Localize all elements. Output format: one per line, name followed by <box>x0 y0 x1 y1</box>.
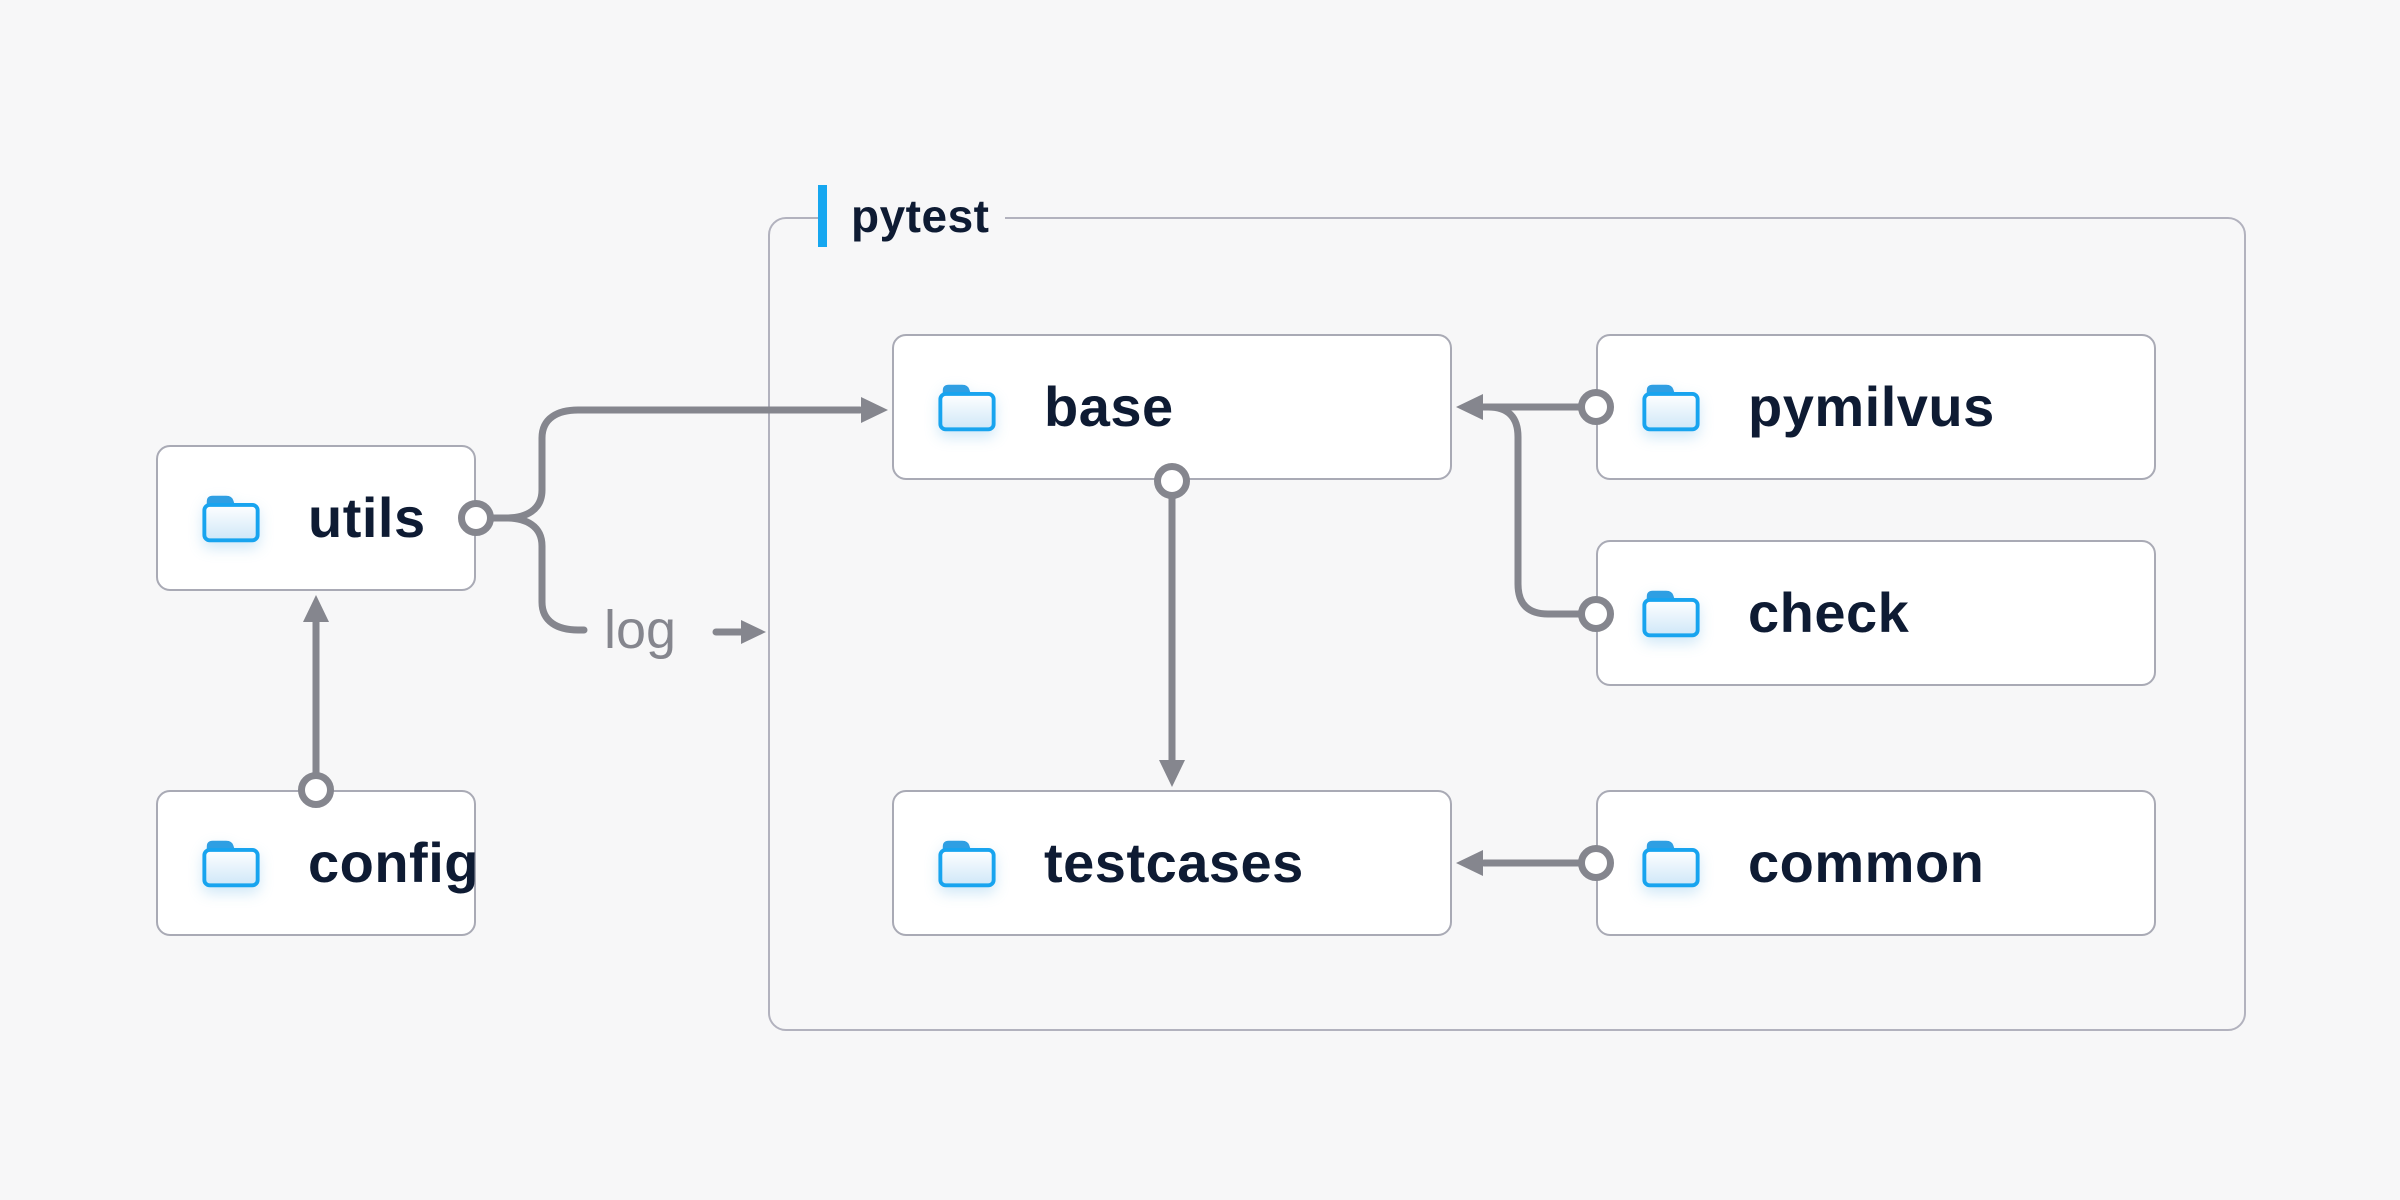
node-label: config <box>308 831 479 894</box>
node-pymilvus: pymilvus <box>1596 334 2156 480</box>
accent-bar <box>818 185 827 247</box>
folder-icon <box>1640 836 1702 890</box>
node-label: base <box>1044 375 1174 438</box>
folder-icon <box>200 491 262 545</box>
node-base: base <box>892 334 1452 480</box>
edge-label-log: log <box>604 599 677 660</box>
node-label: common <box>1748 831 1985 894</box>
node-label: testcases <box>1044 831 1304 894</box>
folder-icon <box>200 836 262 890</box>
node-label: utils <box>308 486 426 549</box>
pytest-group-label: pytest <box>818 184 1006 248</box>
edge-config-to-utils <box>298 595 334 808</box>
node-utils: utils <box>156 445 476 591</box>
node-label: check <box>1748 581 1910 644</box>
arrowhead-up <box>303 595 329 622</box>
group-title: pytest <box>851 190 990 242</box>
arrowhead-right <box>741 620 766 644</box>
node-check: check <box>1596 540 2156 686</box>
folder-icon <box>936 380 998 434</box>
node-common: common <box>1596 790 2156 936</box>
node-config: config <box>156 790 479 936</box>
node-label: pymilvus <box>1748 375 1995 438</box>
folder-icon <box>1640 380 1702 434</box>
folder-icon <box>936 836 998 890</box>
pytest-group-box <box>768 217 2246 1031</box>
folder-icon <box>1640 586 1702 640</box>
node-testcases: testcases <box>892 790 1452 936</box>
